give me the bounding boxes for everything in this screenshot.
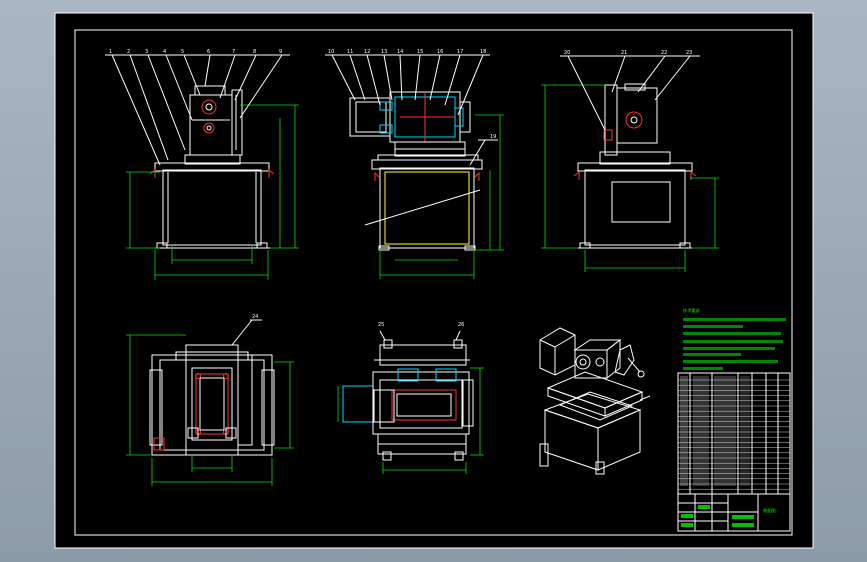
outer-border bbox=[54, 12, 814, 549]
balloon-label: 1 bbox=[109, 49, 112, 55]
front-view bbox=[105, 54, 299, 280]
front-view-balloons: 1 2 3 4 5 6 7 8 9 bbox=[109, 49, 282, 55]
plan-view bbox=[126, 319, 294, 486]
drawing-sheet bbox=[55, 13, 813, 548]
side-view bbox=[541, 55, 719, 272]
balloon-label: 23 bbox=[686, 50, 692, 56]
balloon-label: 2 bbox=[127, 49, 130, 55]
balloon-label: 11 bbox=[347, 49, 353, 55]
section-view-balloons: 10 11 12 13 14 15 16 17 18 19 bbox=[328, 49, 496, 140]
balloon-label: 3 bbox=[145, 49, 148, 55]
balloon-label: 15 bbox=[417, 49, 423, 55]
balloon-label: 5 bbox=[181, 49, 184, 55]
section-view bbox=[325, 54, 504, 279]
balloon-label: 26 bbox=[458, 322, 464, 328]
section-b-view bbox=[337, 330, 484, 474]
balloon-label: 10 bbox=[328, 49, 334, 55]
balloon-label: 24 bbox=[252, 314, 258, 320]
technical-notes: 技术要求 bbox=[683, 307, 786, 370]
inner-border bbox=[74, 29, 793, 536]
balloon-label: 20 bbox=[564, 50, 570, 56]
isometric-view bbox=[539, 327, 651, 475]
balloon-label: 17 bbox=[457, 49, 463, 55]
balloon-label: 21 bbox=[621, 50, 627, 56]
balloon-label: 16 bbox=[437, 49, 443, 55]
balloon-label: 9 bbox=[279, 49, 282, 55]
title-block: 装配图 bbox=[677, 493, 791, 532]
balloon-label: 6 bbox=[207, 49, 210, 55]
balloon-label: 25 bbox=[378, 322, 384, 328]
balloon-label: 14 bbox=[397, 49, 403, 55]
balloon-label: 18 bbox=[480, 49, 486, 55]
balloon-label: 8 bbox=[253, 49, 256, 55]
side-view-balloons: 20 21 22 23 bbox=[564, 50, 692, 56]
balloon-label: 12 bbox=[364, 49, 370, 55]
notes-title: 技术要求 bbox=[683, 307, 701, 314]
title-block-name: 装配图 bbox=[763, 507, 776, 514]
balloon-label: 22 bbox=[661, 50, 667, 56]
balloon-label: 7 bbox=[232, 49, 235, 55]
parts-list bbox=[677, 372, 791, 495]
balloon-label: 19 bbox=[490, 134, 496, 140]
balloon-label: 13 bbox=[381, 49, 387, 55]
balloon-label: 4 bbox=[163, 49, 166, 55]
